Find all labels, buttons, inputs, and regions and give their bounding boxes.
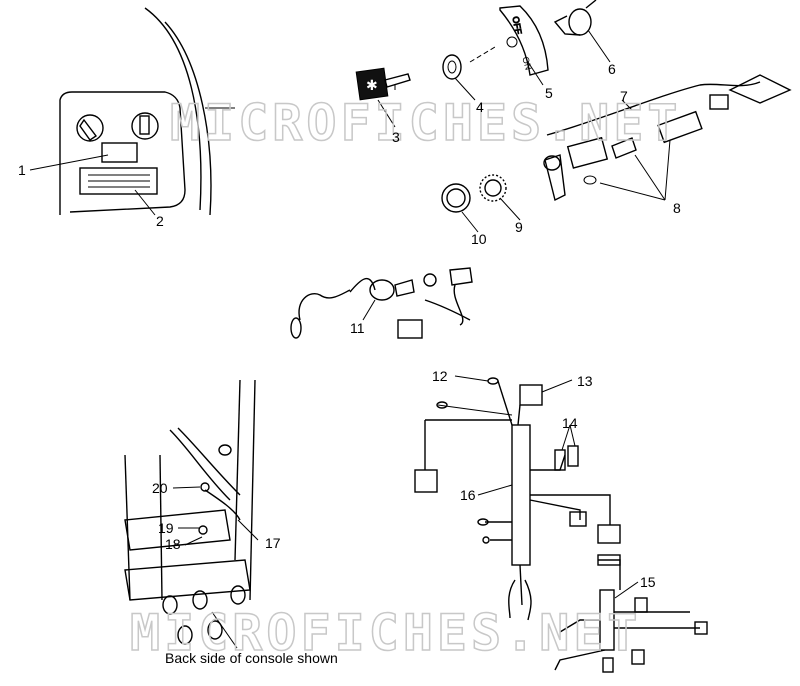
switch-on-label: ON [520,56,533,72]
watermark-top: MICROFICHES.NET [170,94,682,152]
callout-11: 11 [350,320,365,336]
switch-harness-assembly [543,74,792,202]
bezel-nuts [441,174,507,213]
callout-13: 13 [577,373,593,389]
callout-6: 6 [608,61,616,77]
callout-5: 5 [545,85,553,101]
main-wiring-harness [414,377,708,673]
callout-9: 9 [515,219,523,235]
part-2-decal [79,167,158,195]
callout-leaders [29,29,671,649]
callout-19: 19 [158,520,174,536]
switch-off-label: OFF [511,16,524,36]
console-front-view [59,7,235,216]
callout-7: 7 [620,88,628,104]
callout-3: 3 [392,129,400,145]
part-1-decal [101,142,138,163]
callout-18: 18 [165,536,181,552]
callout-16: 16 [460,487,476,503]
callout-4: 4 [476,99,484,115]
tether-switch-assembly [290,267,473,339]
callout-20: 20 [152,480,168,496]
callout-10: 10 [471,231,487,247]
callout-14: 14 [562,415,578,431]
callout-15: 15 [640,574,656,590]
callout-8: 8 [673,200,681,216]
svg-text:✱: ✱ [366,77,378,93]
callout-17: 17 [265,535,281,551]
callout-12: 12 [432,368,448,384]
callout-1: 1 [18,162,26,178]
console-back-view [124,379,256,645]
callout-2: 2 [156,213,164,229]
watermark-bottom: MICROFICHES.NET [130,604,642,662]
console-caption: Back side of console shown [165,650,338,666]
key-switch-assembly: ✱ OFF ON [355,0,597,101]
